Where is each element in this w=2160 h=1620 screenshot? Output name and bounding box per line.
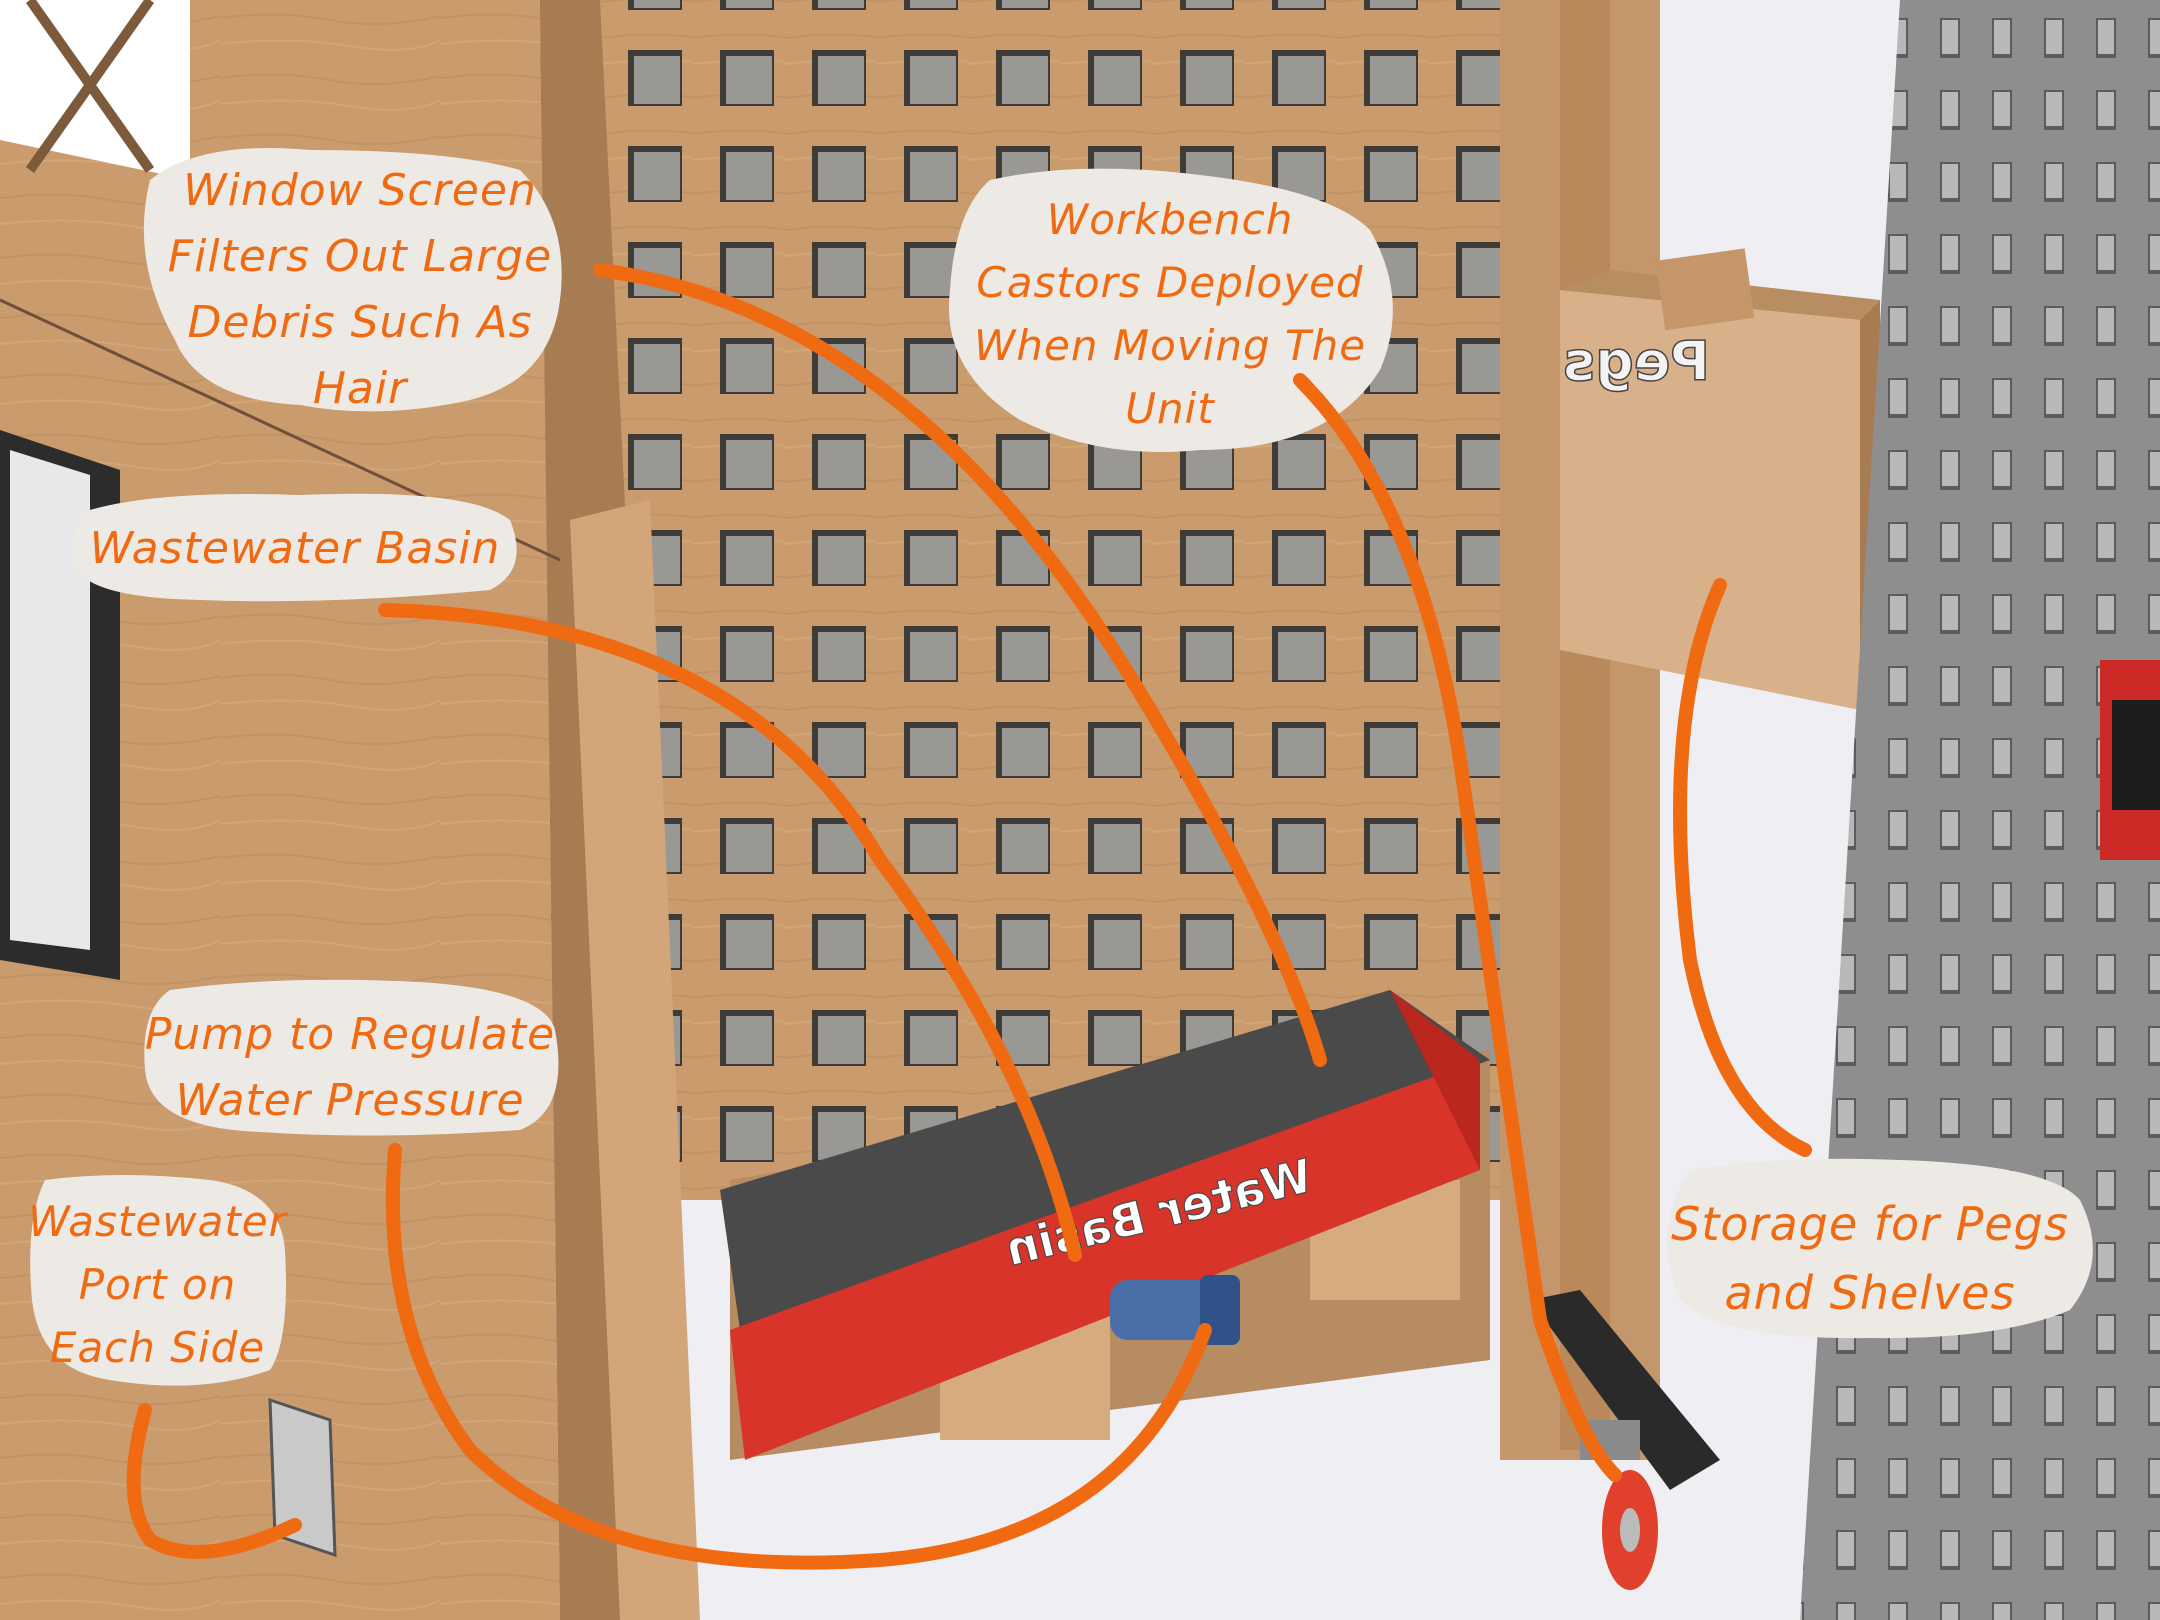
leader-window-screen <box>593 263 1327 1067</box>
stored-peg <box>1655 248 1755 331</box>
leader-wastewater-port <box>126 1403 302 1559</box>
basin-tray-end <box>1390 990 1480 1170</box>
callout-storage: Storage for Pegs and Shelves <box>1671 1197 2069 1320</box>
right-frame-edge <box>1560 0 1610 1450</box>
callout-bubble-wastewater-basin <box>71 493 517 602</box>
callout-bubble-castors <box>948 168 1393 453</box>
water-basin-tray <box>730 1060 1480 1460</box>
wastewater-port-plate <box>268 1397 337 1558</box>
callout-bubble-pump <box>144 979 559 1136</box>
callout-bubble-window-screen <box>143 148 562 412</box>
callout-castors: Workbench Castors Deployed When Moving T… <box>973 195 1367 433</box>
leader-castors <box>1293 373 1622 1482</box>
callout-window-screen: Window Screen Filters Out Large Debris S… <box>167 165 553 414</box>
clamp-grip <box>2112 700 2160 810</box>
leader-storage <box>1673 578 1812 1157</box>
leader-wastewater-basin <box>378 603 1082 1262</box>
callout-wastewater-basin: Wastewater Basin <box>89 523 501 574</box>
callout-pump: Pump to Regulate Water Pressure <box>144 1009 556 1126</box>
window-frame-brace <box>25 0 155 173</box>
annotation-leaders <box>126 263 1812 1570</box>
leader-pump <box>385 1143 1212 1570</box>
castor-bracket <box>1530 1290 1720 1490</box>
callout-bubble-storage <box>1667 1158 2093 1339</box>
callout-wastewater-port: Wastewater Port on Each Side <box>28 1197 287 1372</box>
window-screen <box>10 450 90 950</box>
pegs-engraving: Pegs <box>1563 330 1710 393</box>
basin-screen-mesh <box>720 990 1490 1330</box>
pegs-storage-box <box>1560 290 1860 710</box>
inner-divider-board <box>570 500 700 1620</box>
castor-hub <box>1620 1508 1640 1552</box>
callout-bubble-wastewater-port <box>30 1175 287 1386</box>
